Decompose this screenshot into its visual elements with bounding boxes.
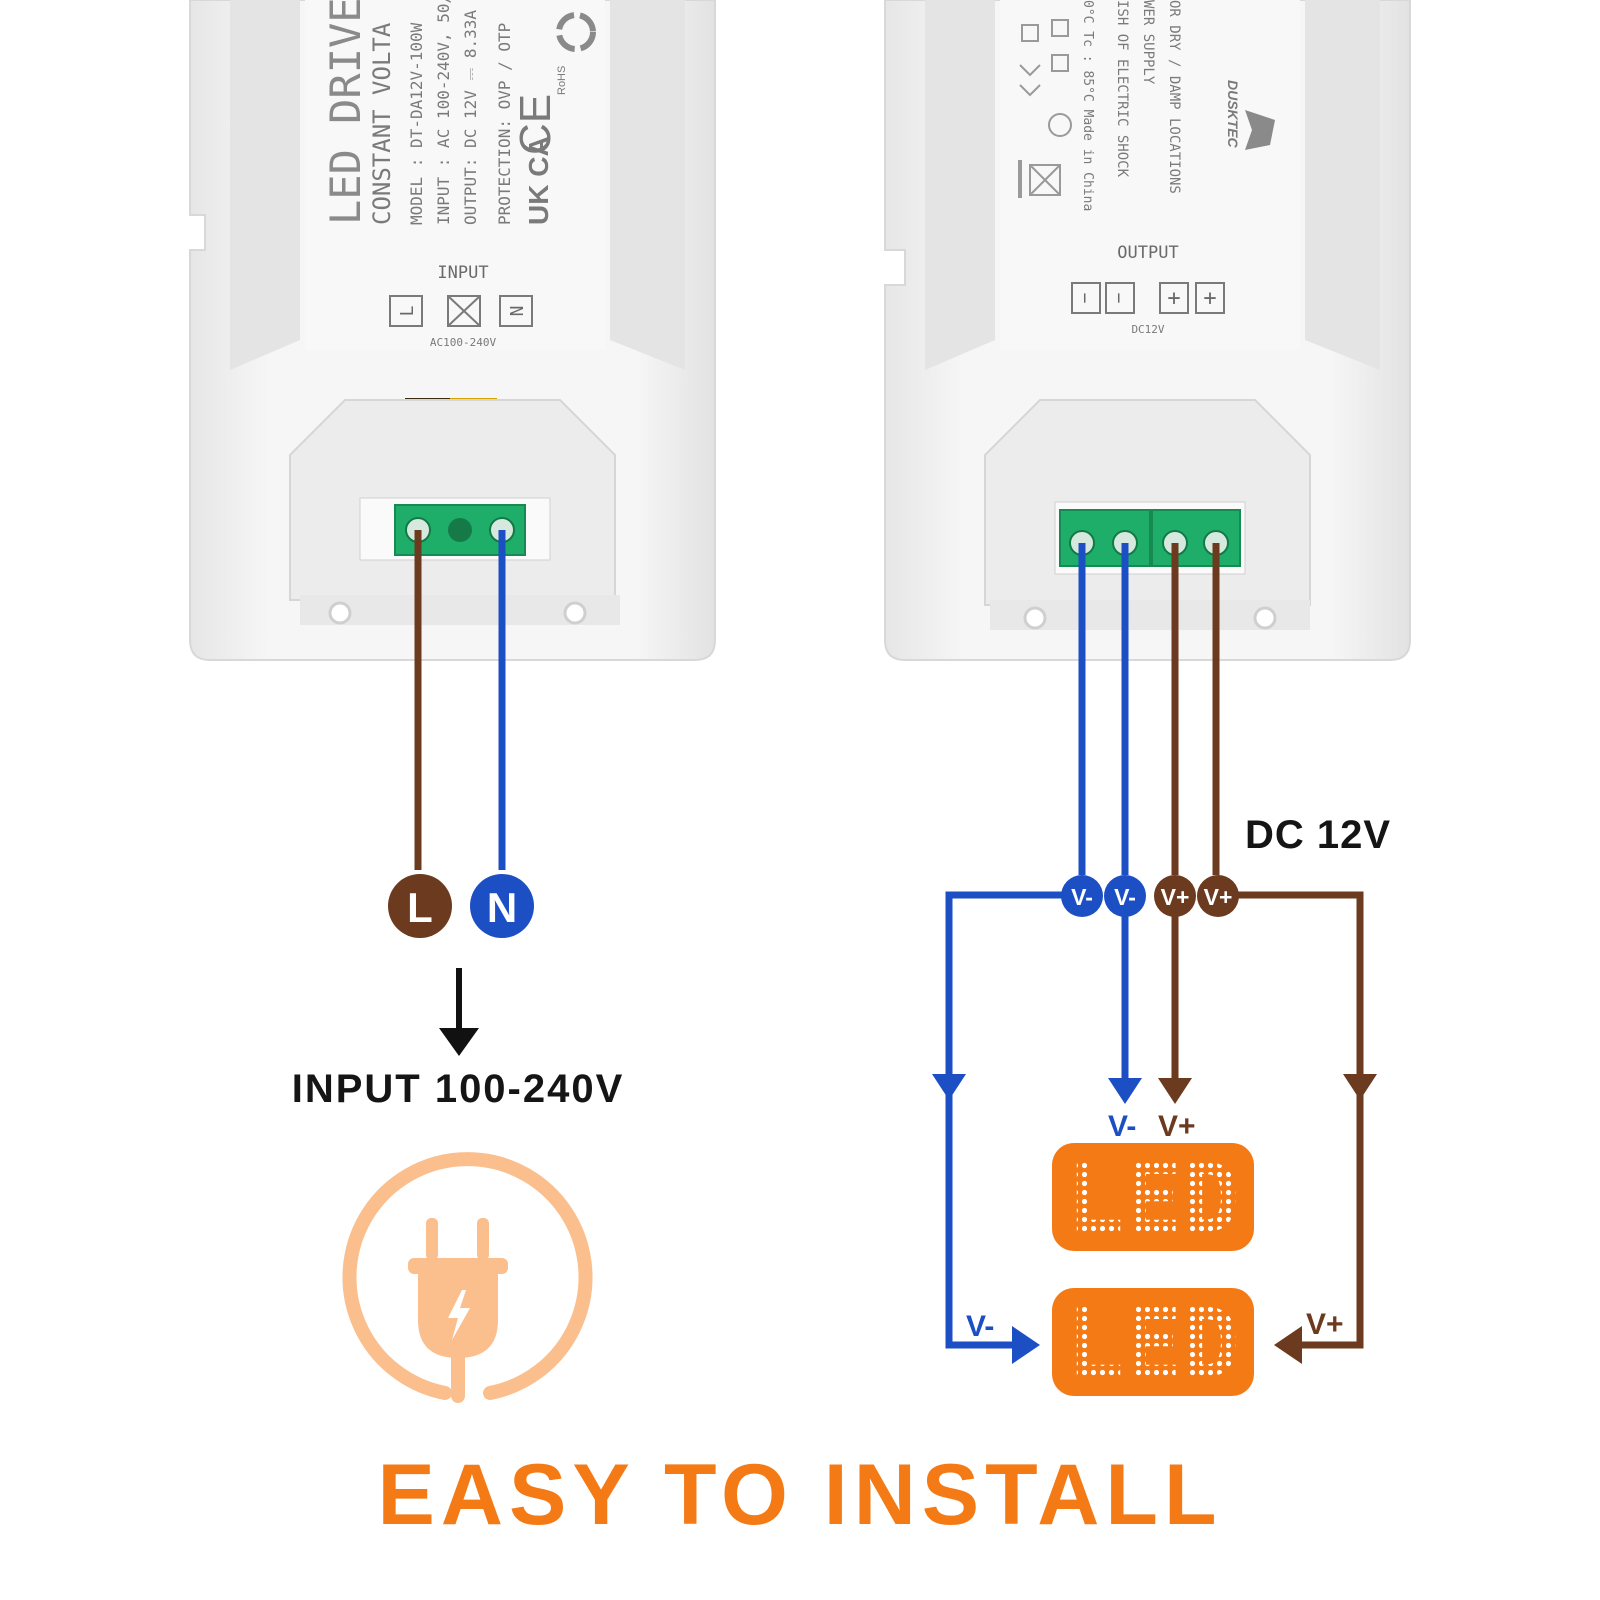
input-heading: INPUT [437, 263, 488, 283]
led-module-bottom: LED [1052, 1288, 1254, 1400]
neutral-label: N [487, 884, 517, 931]
right-label-line-4: 0°C Tc : 85°C Made in China [1080, 0, 1095, 211]
terminal-symbol-plus-1: + [1167, 286, 1180, 311]
left-led-driver: LED DRIVE CONSTANT VOLTA MODEL : DT-DA12… [189, 0, 716, 661]
driver-model: MODEL : DT-DA12V-100W [407, 22, 426, 225]
page-title: EASY TO INSTALL [377, 1447, 1223, 1543]
driver-label-subtitle: CONSTANT VOLTA [368, 22, 396, 225]
driver-output-rating: OUTPUT: DC 12V ⎓ 8.33A M [461, 0, 480, 225]
right-led-driver: OR DRY / DAMP LOCATIONS WER SUPPLY ISH O… [884, 0, 1411, 661]
output-voltage-caption: DC 12V [1245, 813, 1391, 857]
junction-label-v-plus-1: V+ [1161, 884, 1190, 910]
input-rating-small: AC100-240V [430, 336, 497, 349]
neutral-terminal-badge [470, 874, 534, 938]
terminal-symbol-minus-2: − [1108, 293, 1129, 304]
junction-label-v-plus-2: V+ [1204, 884, 1233, 910]
terminal-symbol-l: L [397, 305, 418, 316]
terminal-symbol-minus-1: − [1074, 293, 1095, 304]
no-connect-icon [447, 295, 481, 327]
output-rating-small: DC12V [1131, 323, 1164, 336]
brand-logo-icon [1245, 110, 1275, 150]
live-terminal-badge [388, 874, 452, 938]
output-wiring: DC 12V V- V- V+ V+ V- V+ V- V+ [932, 543, 1391, 1400]
ukca-mark: UK CA [523, 136, 554, 225]
right-label-line-1: OR DRY / DAMP LOCATIONS [1166, 0, 1182, 194]
terminal-symbol-n: N [507, 306, 528, 317]
input-wiring: L N INPUT 100-240V [292, 530, 625, 1403]
recycle-icon [556, 12, 596, 52]
brand-name: DUSKTEC [1225, 80, 1241, 149]
led-bottom-v-plus-label: V+ [1306, 1308, 1344, 1341]
led-text-top: LED [1066, 1143, 1239, 1255]
down-arrow-icon [439, 968, 479, 1056]
led-bottom-v-minus-label: V- [966, 1310, 994, 1343]
rohs-mark: RoHS [556, 66, 568, 95]
junction-label-v-minus-2: V- [1114, 884, 1136, 910]
power-plug-icon [342, 1152, 593, 1403]
terminal-symbol-plus-2: + [1203, 286, 1216, 311]
led-top-v-plus-label: V+ [1158, 1110, 1196, 1143]
driver-protection: PROTECTION: OVP / OTP [495, 23, 514, 225]
live-label: L [407, 884, 433, 931]
output-heading: OUTPUT [1117, 243, 1178, 263]
right-label-line-2: WER SUPPLY [1140, 0, 1156, 85]
input-voltage-caption: INPUT 100-240V [292, 1067, 625, 1111]
driver-input-rating: INPUT : AC 100-240V, 50/ [434, 0, 453, 225]
right-label-line-3: ISH OF ELECTRIC SHOCK [1114, 0, 1130, 178]
led-text-bottom: LED [1066, 1288, 1239, 1400]
driver-label-title: LED DRIVE [321, 0, 370, 225]
led-module-top: LED [1052, 1143, 1254, 1255]
led-top-v-minus-label: V- [1108, 1110, 1136, 1143]
junction-label-v-minus-1: V- [1071, 884, 1093, 910]
ce-mark: CE [511, 94, 560, 155]
certification-icons [1018, 19, 1072, 198]
